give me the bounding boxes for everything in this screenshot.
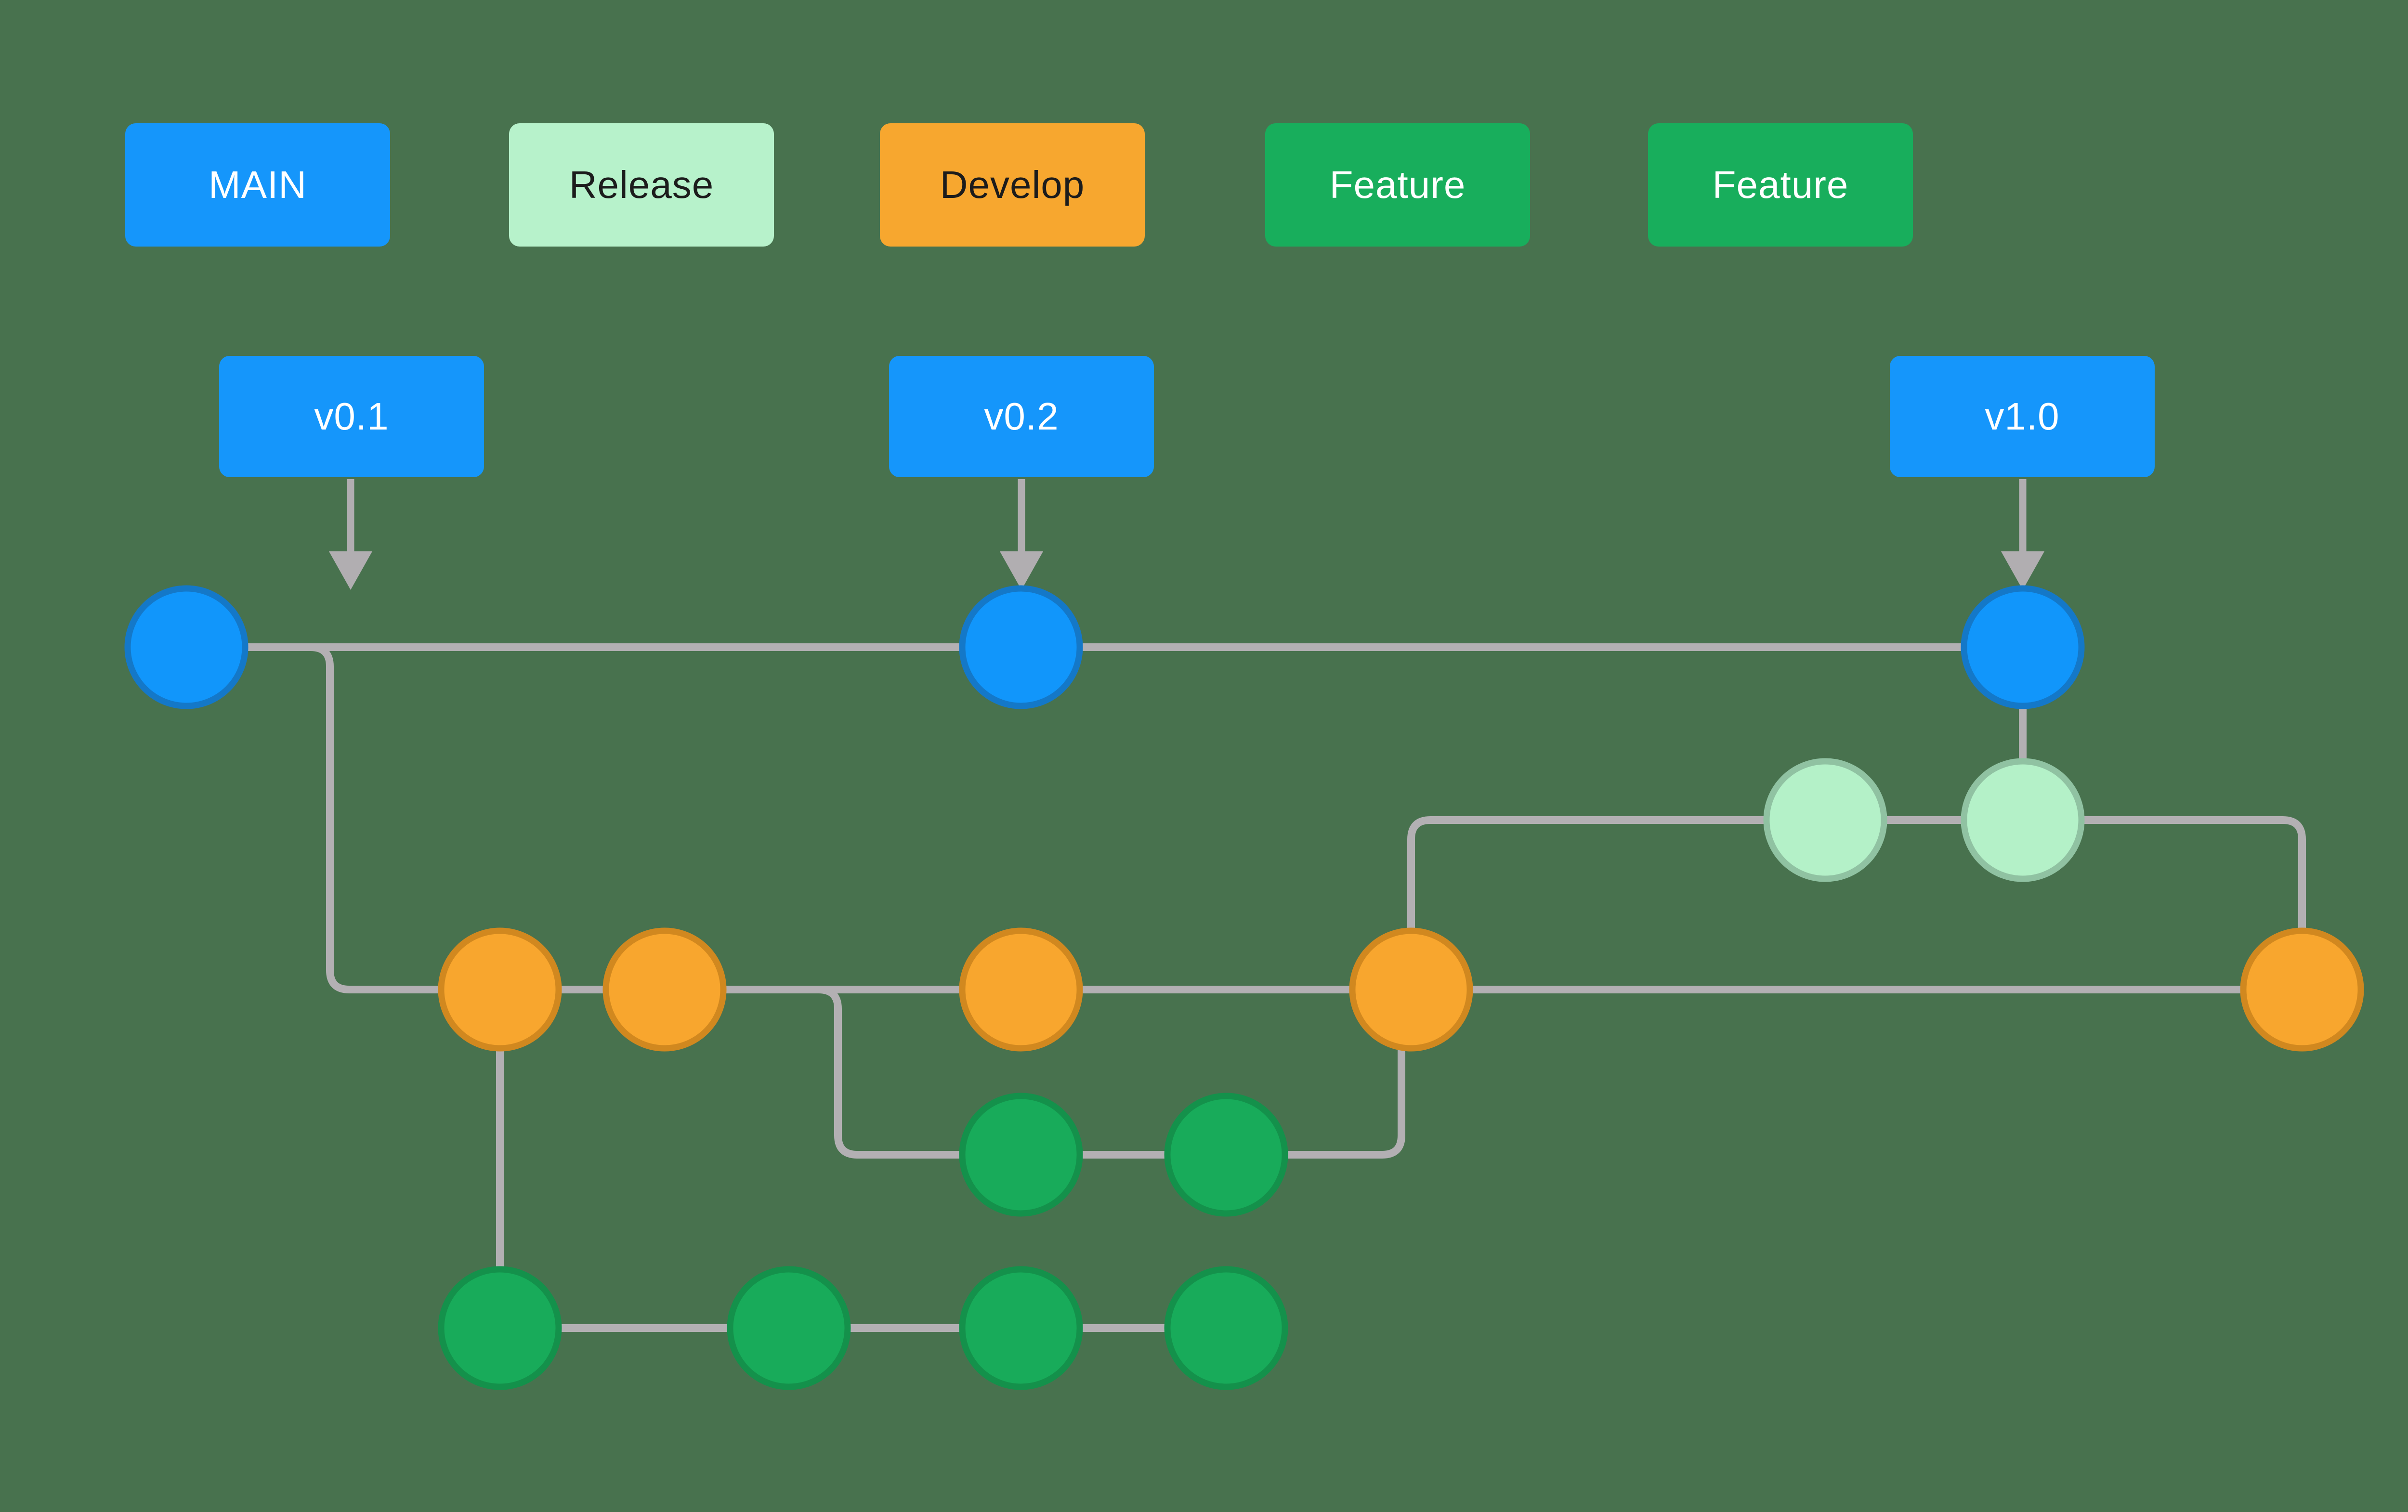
tag-arrow-v1-0 (2001, 479, 2044, 590)
legend-chip-feature-2: Feature (1648, 123, 1913, 247)
legend-chip-develop: Develop (880, 123, 1145, 247)
commit-node-develop-5 (2240, 927, 2364, 1052)
commit-node-feature1-2 (1164, 1093, 1288, 1217)
version-tag-v0-2: v0.2 (889, 356, 1154, 477)
commit-node-feature2-3 (959, 1266, 1083, 1390)
version-tag-label-v0-1: v0.1 (314, 395, 389, 438)
legend-label-feature-2: Feature (1712, 163, 1849, 206)
legend-label-develop: Develop (940, 163, 1085, 206)
tag-arrow-v0-2 (1000, 479, 1043, 590)
feature-lower-branch-line (496, 986, 1230, 1332)
commit-node-develop-4 (1349, 927, 1473, 1052)
legend-label-release: Release (569, 163, 714, 206)
develop-branch-line (183, 643, 2306, 993)
legend-chip-feature-1: Feature (1265, 123, 1530, 247)
commit-node-develop-3 (959, 927, 1083, 1052)
legend-label-main: MAIN (209, 163, 307, 206)
legend-label-feature-1: Feature (1329, 163, 1466, 206)
commit-node-develop-1 (438, 927, 562, 1052)
version-tag-label-v1-0: v1.0 (1985, 395, 2060, 438)
version-tag-label-v0-2: v0.2 (984, 395, 1059, 438)
commit-node-release-2 (1961, 758, 2085, 882)
commit-node-feature1-1 (959, 1093, 1083, 1217)
legend-chip-main: MAIN (125, 123, 390, 247)
commit-node-release-1 (1763, 758, 1887, 882)
commit-node-feature2-2 (727, 1266, 851, 1390)
commit-node-develop-2 (602, 927, 727, 1052)
commit-node-feature2-1 (438, 1266, 562, 1390)
version-tag-v0-1: v0.1 (219, 356, 484, 477)
tag-arrow-v0-1 (329, 479, 372, 590)
commit-node-main-3 (1961, 585, 2085, 709)
legend-chip-release: Release (509, 123, 774, 247)
commit-node-main-1 (124, 585, 249, 709)
commit-node-main-2 (959, 585, 1083, 709)
commit-node-feature2-4 (1164, 1266, 1288, 1390)
version-tag-v1-0: v1.0 (1890, 356, 2155, 477)
feature-upper-branch-line (815, 986, 1405, 1159)
